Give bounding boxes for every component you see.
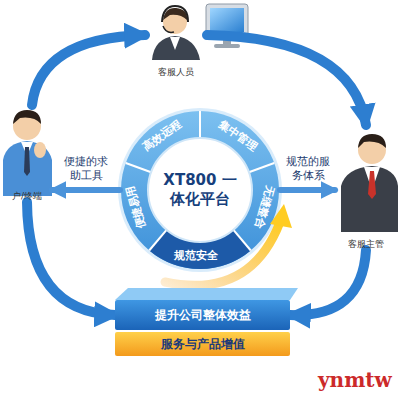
edge-label: 便捷的求助工具 <box>62 155 110 183</box>
flow-arrow <box>27 202 115 315</box>
value-slab: 服务与产品增值 <box>115 332 290 356</box>
supervisor-tie <box>368 171 376 199</box>
ring-core <box>148 138 252 242</box>
headset <box>162 6 188 22</box>
ring-segment: 便捷易用 <box>124 184 147 230</box>
ring-band <box>121 111 279 269</box>
node-text: 户/终端 <box>12 191 42 202</box>
ring-segment: 集中管理 <box>217 118 260 153</box>
agent-suit <box>152 36 200 60</box>
node-text: XT800 一体化平台 <box>157 171 243 209</box>
ring-segment: 无缝整合 <box>252 184 275 230</box>
divider <box>233 230 250 251</box>
edge-label: 规范的服务体系 <box>284 155 332 183</box>
benefit-slab: 提升公司整体效益 <box>115 300 290 330</box>
monitor-screen <box>210 8 244 32</box>
ring-segment: 高效远程 <box>141 118 184 153</box>
node-text: 客服人员 <box>158 67 194 78</box>
node-text: 客服主管 <box>348 239 384 250</box>
node-text: 无缝整合 <box>252 184 275 230</box>
node-text: 高效远程 <box>141 118 184 153</box>
client-hair <box>13 110 41 124</box>
node-text: 服务与产品增值 <box>161 337 245 351</box>
client-hand <box>34 142 46 158</box>
supervisor-suit <box>341 166 398 232</box>
monitor-base <box>214 44 240 48</box>
divider <box>126 163 151 172</box>
divider <box>199 111 201 138</box>
watermark: ynmtw <box>318 368 392 392</box>
divider <box>149 230 166 251</box>
node-text: 提升公司整体效益 <box>155 308 251 322</box>
flow-arrow <box>207 35 366 125</box>
slab-top <box>115 288 298 300</box>
agent-figure: 客服人员 <box>145 0 207 78</box>
platform-ring: XT800 一体化平台 高效远程集中管理无缝整合规范安全 便捷易用 <box>120 110 280 270</box>
client-tie <box>24 147 30 176</box>
swoosh-head <box>270 204 292 228</box>
ring-halo <box>118 108 282 272</box>
supervisor-figure: 客服主管 <box>335 125 397 250</box>
ring-segment: 规范安全 <box>174 250 218 262</box>
client-figure: 户/终端 <box>2 105 52 202</box>
ring-dividers <box>126 111 274 251</box>
node-text: 集中管理 <box>217 118 260 153</box>
supervisor-hair <box>358 134 386 148</box>
client-shirt <box>3 141 52 196</box>
flow-arrow <box>32 35 145 105</box>
headset-mic <box>163 26 174 32</box>
agent-shirt <box>170 37 180 50</box>
flow-arrow <box>290 250 366 315</box>
flow-arrow <box>280 187 335 193</box>
growth-swoosh <box>165 222 280 285</box>
node-text: 规范安全 <box>174 250 218 262</box>
node-text: 便捷易用 <box>124 184 147 230</box>
divider <box>249 163 274 172</box>
flow-arrow <box>52 187 120 193</box>
